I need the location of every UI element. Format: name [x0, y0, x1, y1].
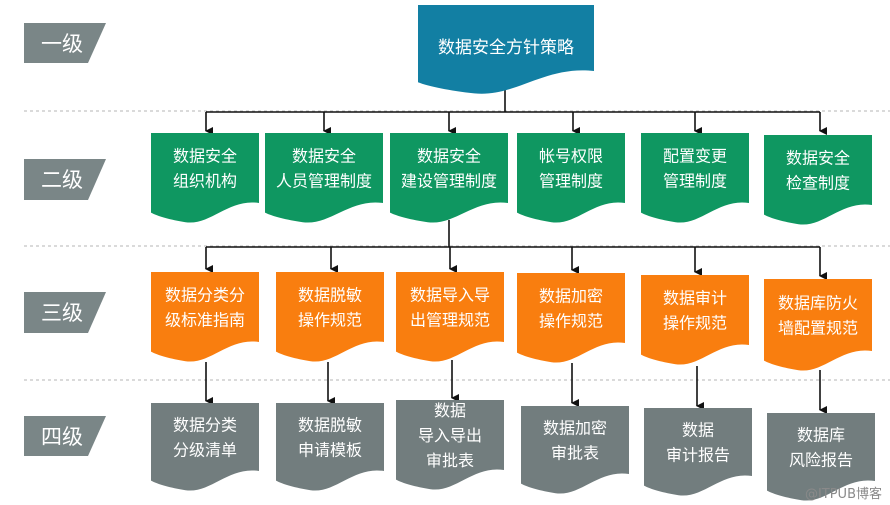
node-label-line: 墙配置规范	[778, 319, 858, 338]
node-label-line: 数据安全	[417, 147, 481, 166]
node-label-line: 数据加密	[539, 287, 603, 306]
node-label-line: 建设管理制度	[401, 172, 497, 191]
level-label-text: 二级	[41, 168, 83, 192]
node-label-line: 管理制度	[539, 172, 603, 191]
nodes: 数据安全方针策略数据安全组织机构数据安全人员管理制度数据安全建设管理制度帐号权限…	[151, 5, 875, 501]
document-shape	[644, 408, 752, 496]
node-label-line: 数据安全	[173, 147, 237, 166]
document-shape	[517, 133, 625, 223]
level-labels: 一级 二级 三级 四级	[24, 23, 106, 456]
node-label-line: 分级清单	[173, 441, 237, 460]
node-label-line: 数据导入导	[410, 286, 490, 305]
document-shape	[767, 413, 875, 501]
connectors	[205, 88, 827, 414]
node-label-line: 数据安全	[786, 149, 850, 168]
node-label-line: 数据	[434, 401, 466, 420]
level-label-text: 四级	[41, 425, 83, 449]
document-shape	[764, 135, 872, 225]
level-label-1: 一级	[24, 23, 106, 63]
node-label-line: 操作规范	[539, 312, 603, 331]
top-node: 数据安全方针策略	[418, 5, 594, 94]
node-label-line: 管理制度	[663, 172, 727, 191]
level-label-3: 三级	[24, 292, 106, 333]
node-label-line: 数据脱敏	[298, 416, 362, 435]
node-label-line: 审批表	[551, 444, 599, 463]
node-label-line: 级标准指南	[165, 311, 245, 330]
level-label-2: 二级	[24, 159, 106, 200]
document-shape	[151, 272, 259, 362]
document-shape	[151, 403, 259, 491]
document-shape	[418, 5, 594, 94]
document-shape	[764, 279, 872, 371]
level-tag-shape	[24, 416, 106, 456]
document-shape	[396, 400, 504, 490]
level-tag-shape	[24, 159, 106, 200]
node-label-line: 组织机构	[173, 172, 237, 191]
node-label-line: 数据加密	[543, 419, 607, 438]
document-shape	[276, 403, 384, 491]
node-label-line: 数据分类	[173, 416, 237, 435]
node-label-line: 审批表	[426, 451, 474, 470]
level-label-text: 一级	[41, 32, 83, 56]
document-shape	[641, 275, 749, 365]
node-label-line: 审计报告	[666, 446, 730, 465]
node-label-line: 数据审计	[663, 289, 727, 308]
node-label-line: 数据安全	[292, 147, 356, 166]
watermark: @ITPUB博客	[805, 486, 882, 502]
document-shape	[521, 406, 629, 494]
level-tag-shape	[24, 292, 106, 333]
node-label-line: 申请模板	[298, 441, 362, 460]
node-label-line: 数据库	[797, 426, 845, 445]
level-label-4: 四级	[24, 416, 106, 456]
level-tag-shape	[24, 23, 106, 63]
node-label-line: 检查制度	[786, 174, 850, 193]
node-label-line: 数据脱敏	[298, 286, 362, 305]
level-dividers	[24, 110, 890, 381]
document-shape	[276, 272, 384, 362]
node-label-line: 配置变更	[663, 147, 727, 166]
node-label-line: 数据库防火	[778, 294, 858, 313]
level-label-text: 三级	[41, 301, 83, 325]
node-label-line: 数据	[682, 421, 714, 440]
node-label-line: 导入导出	[418, 426, 482, 445]
node-label-line: 数据安全方针策略	[438, 38, 574, 58]
node-label-line: 操作规范	[663, 314, 727, 333]
document-shape	[390, 133, 508, 223]
node-label-line: 人员管理制度	[276, 172, 372, 191]
document-shape	[151, 133, 259, 223]
document-shape	[641, 133, 749, 223]
node-label-line: 风险报告	[789, 451, 853, 470]
node-label-line: 操作规范	[298, 311, 362, 330]
node-label-line: 出管理规范	[410, 311, 490, 330]
document-shape	[517, 273, 625, 363]
document-shape	[265, 133, 383, 223]
node-label-line: 帐号权限	[539, 147, 603, 166]
document-shape	[396, 272, 504, 362]
node-label-line: 数据分类分	[165, 286, 245, 305]
